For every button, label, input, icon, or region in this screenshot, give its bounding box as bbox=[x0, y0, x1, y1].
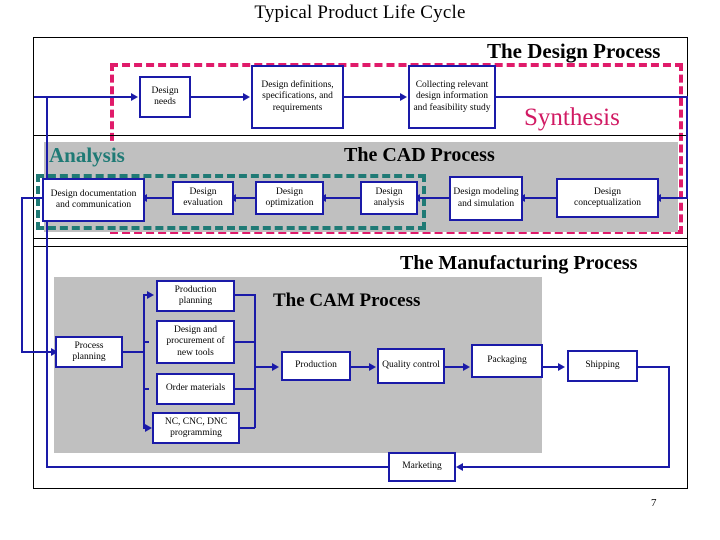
analysis-label: Analysis bbox=[49, 143, 125, 167]
node-design-evaluation[interactable]: Design evaluation bbox=[172, 181, 234, 215]
connector-into-marketing bbox=[462, 466, 670, 468]
connector-packaging-to-shipping bbox=[543, 366, 560, 368]
connector-definitions-to-collecting bbox=[344, 96, 401, 98]
arrow-merge-bus-to-production bbox=[272, 363, 279, 371]
connector-production-planning-right bbox=[235, 294, 255, 296]
arrow-production-to-quality bbox=[369, 363, 376, 371]
connector-design-procurement-right bbox=[235, 341, 255, 343]
connector-nc-programming-right bbox=[240, 427, 255, 429]
page-number: 7 bbox=[651, 497, 657, 509]
connector-bus-to-production-planning bbox=[143, 294, 149, 296]
connector-evaluation-to-documentation bbox=[146, 197, 173, 199]
connector-shipping-right bbox=[638, 366, 670, 368]
arrow-needs-to-definitions bbox=[243, 93, 250, 101]
connector-production-to-quality bbox=[351, 366, 371, 368]
connector-analysis-to-optimization bbox=[325, 197, 361, 199]
node-marketing[interactable]: Marketing bbox=[388, 452, 456, 482]
node-design-needs[interactable]: Design needs bbox=[139, 76, 191, 118]
node-design-definitions[interactable]: Design definitions, specifications, and … bbox=[251, 65, 344, 129]
manufacturing-section-frame bbox=[33, 246, 688, 489]
arrow-bus-to-nc-programming bbox=[145, 424, 152, 432]
merge-bus-vertical-right bbox=[254, 294, 256, 428]
connector-marketing-left bbox=[46, 466, 389, 468]
arrow-packaging-to-shipping bbox=[558, 363, 565, 371]
node-process-planning[interactable]: Process planning bbox=[55, 336, 123, 368]
cam-process-heading: The CAM Process bbox=[273, 290, 421, 311]
connector-right-into-conceptualization bbox=[660, 197, 688, 199]
connector-right-down-to-cad bbox=[686, 96, 688, 198]
node-collecting-information[interactable]: Collecting relevant design information a… bbox=[408, 65, 496, 129]
node-design-modeling[interactable]: Design modeling and simulation bbox=[449, 176, 523, 221]
node-quality-control[interactable]: Quality control bbox=[377, 348, 445, 384]
arrow-into-marketing bbox=[456, 463, 463, 471]
arrow-documentation-to-process-planning bbox=[51, 348, 58, 356]
cad-process-heading: The CAD Process bbox=[344, 144, 495, 166]
connector-process-planning-to-bus bbox=[123, 351, 145, 353]
node-packaging[interactable]: Packaging bbox=[471, 344, 543, 378]
node-design-optimization[interactable]: Design optimization bbox=[255, 181, 324, 215]
connector-order-materials-right bbox=[235, 388, 255, 390]
arrow-quality-to-packaging bbox=[463, 363, 470, 371]
node-production[interactable]: Production bbox=[281, 351, 351, 381]
node-design-documentation[interactable]: Design documentation and communication bbox=[42, 178, 145, 222]
connector-documentation-to-process-planning bbox=[21, 351, 54, 353]
connector-documentation-left-exit bbox=[21, 197, 44, 199]
node-design-conceptualization[interactable]: Design conceptualization bbox=[556, 178, 659, 218]
node-design-analysis[interactable]: Design analysis bbox=[360, 181, 418, 215]
node-production-planning[interactable]: Production planning bbox=[156, 280, 235, 312]
connector-quality-to-packaging bbox=[445, 366, 464, 368]
connector-feedback-top bbox=[46, 96, 66, 98]
connector-conceptualization-to-modeling bbox=[524, 197, 557, 199]
analysis-highlight-region bbox=[36, 174, 426, 230]
connector-bus-to-design-procurement bbox=[143, 341, 149, 343]
connector-documentation-down bbox=[21, 197, 23, 353]
node-nc-programming[interactable]: NC, CNC, DNC programming bbox=[152, 412, 240, 444]
node-shipping[interactable]: Shipping bbox=[567, 350, 638, 382]
synthesis-label: Synthesis bbox=[524, 104, 620, 131]
node-order-materials[interactable]: Order materials bbox=[156, 373, 235, 405]
arrow-definitions-to-collecting bbox=[400, 93, 407, 101]
branch-bus-vertical-left bbox=[143, 294, 145, 428]
connector-optimization-to-evaluation bbox=[235, 197, 256, 199]
arrow-bus-to-production-planning bbox=[147, 291, 154, 299]
arrow-entry-to-design-needs bbox=[131, 93, 138, 101]
manufacturing-process-heading: The Manufacturing Process bbox=[400, 252, 638, 274]
connector-shipping-down bbox=[668, 366, 670, 467]
node-design-procurement[interactable]: Design and procurement of new tools bbox=[156, 320, 235, 364]
connector-bus-to-order-materials bbox=[143, 388, 149, 390]
connector-merge-bus-to-production bbox=[254, 366, 274, 368]
connector-modeling-to-analysis bbox=[419, 197, 450, 199]
connector-collecting-to-right bbox=[496, 96, 688, 98]
design-process-heading: The Design Process bbox=[487, 39, 661, 63]
connector-feedback-up bbox=[46, 96, 48, 468]
connector-entry-to-design-needs bbox=[34, 96, 134, 98]
connector-needs-to-definitions bbox=[191, 96, 244, 98]
page-title: Typical Product Life Cycle bbox=[254, 2, 466, 23]
